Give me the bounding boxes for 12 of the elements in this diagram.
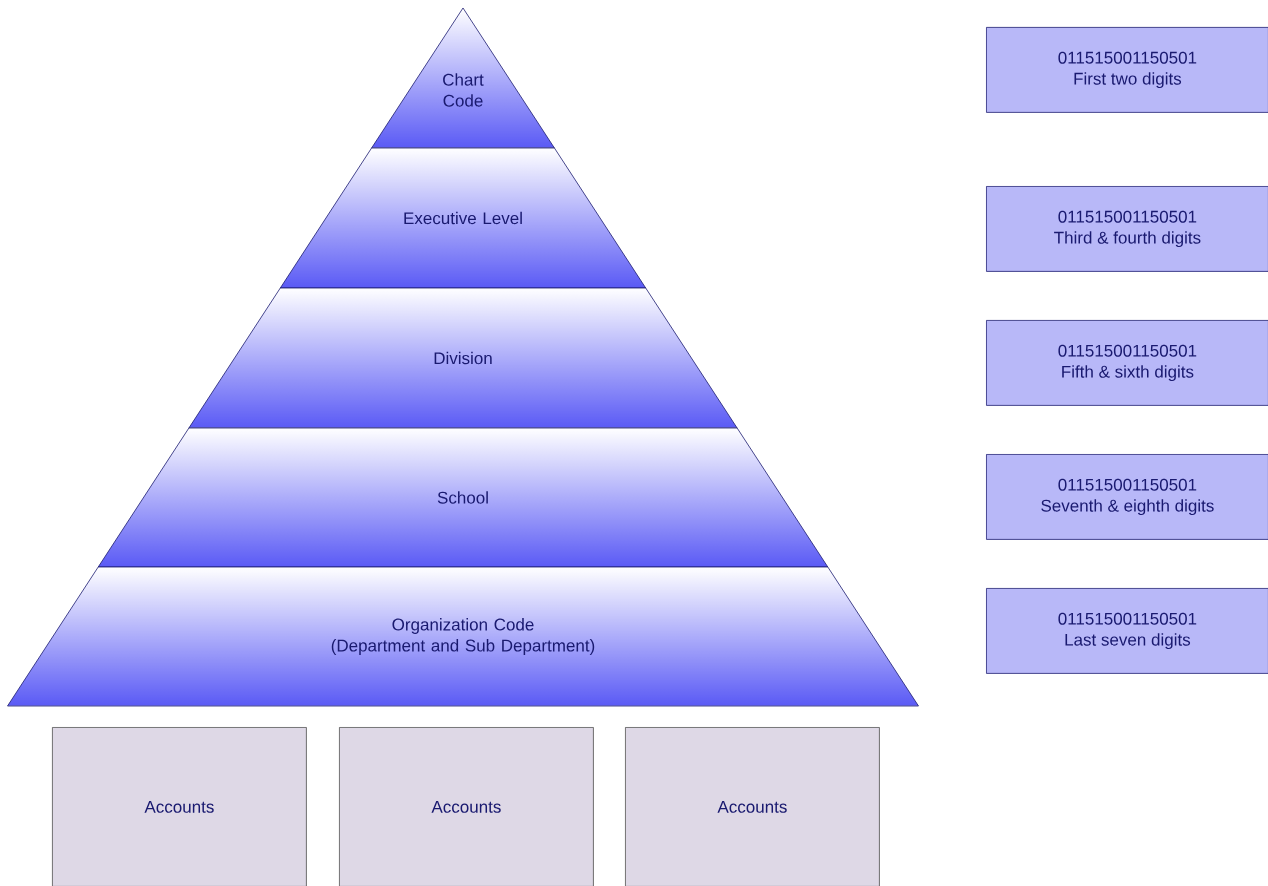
account-box: Accounts — [52, 727, 307, 886]
pyramid-band: School — [97, 427, 829, 568]
code-box: 011515001150501 Third & fourth digits — [986, 186, 1268, 272]
account-box: Accounts — [339, 727, 594, 886]
code-box: 011515001150501 Last seven digits — [986, 588, 1268, 674]
code-box: 011515001150501 First two digits — [986, 27, 1268, 113]
pyramid-band: Chart Code — [371, 7, 555, 149]
code-box: 011515001150501 Fifth & sixth digits — [986, 320, 1268, 406]
pyramid-band: Organization Code (Department and Sub Department) — [7, 566, 919, 707]
code-box: 011515001150501 Seventh & eighth digits — [986, 454, 1268, 540]
pyramid-band: Division — [188, 287, 738, 429]
account-box: Accounts — [625, 727, 880, 886]
